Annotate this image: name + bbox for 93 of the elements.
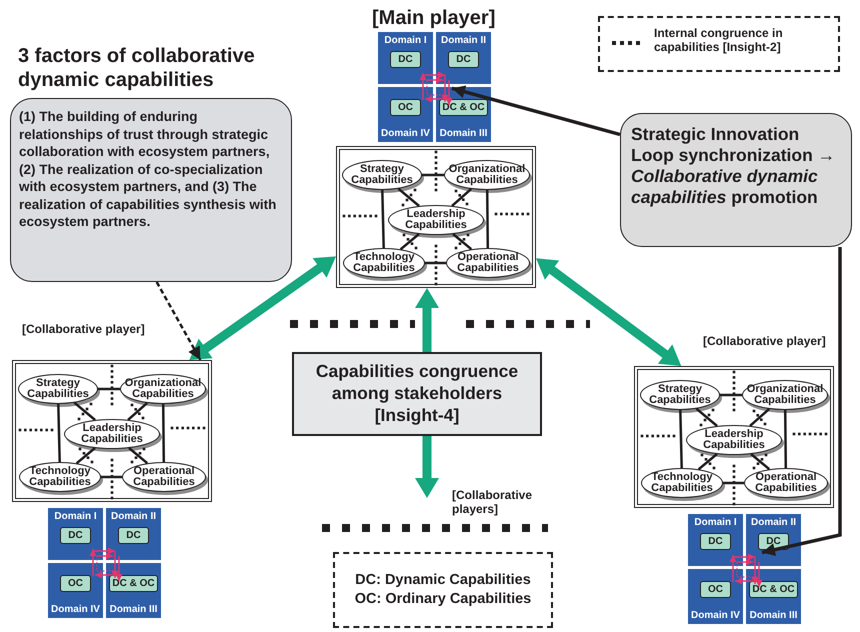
- connector-line: [451, 188, 472, 207]
- connector-line: [400, 233, 420, 250]
- definition-text: OC: Ordinary Capabilities: [354, 590, 532, 609]
- capability-ellipse: Technology Capabilities: [343, 248, 425, 278]
- connector-line: [98, 388, 120, 390]
- definition-box: [333, 552, 553, 628]
- capability-tag: DC: [60, 527, 91, 544]
- capability-tag: OC: [60, 575, 91, 592]
- connector-line: [696, 408, 718, 427]
- capability-tag: DC: [448, 51, 479, 68]
- domain-cell: [48, 508, 103, 560]
- arrow: [762, 247, 842, 556]
- domain-cell: [106, 563, 161, 618]
- connector-line: [101, 476, 122, 478]
- capability-tag: DC & OC: [439, 99, 488, 116]
- double-headed-arrow: [536, 258, 682, 366]
- domain-cell: [436, 87, 491, 142]
- domain-label: Domain I: [384, 35, 427, 46]
- connector-line: [381, 190, 385, 248]
- capability-tag: DC: [700, 533, 731, 550]
- connector-line: [76, 447, 96, 464]
- domain-label: Domain II: [751, 517, 796, 528]
- domain-cell: [48, 563, 103, 618]
- capability-ellipse: Leadership Capabilities: [686, 425, 782, 455]
- connector-line: [162, 404, 166, 462]
- player-label: [Main player]: [372, 6, 496, 30]
- domain-label: Domain I: [694, 517, 737, 528]
- arrow: [415, 436, 439, 498]
- domain-cell: [688, 514, 743, 566]
- dashed-arrow: [156, 281, 202, 361]
- capability-ellipse: Organizational Capabilities: [120, 374, 206, 404]
- capability-ellipse: Technology Capabilities: [641, 468, 723, 498]
- capability-ellipse: Leadership Capabilities: [64, 419, 160, 449]
- capability-ellipse: Leadership Capabilities: [388, 205, 484, 235]
- capability-ellipse: Operational Capabilities: [446, 248, 530, 278]
- capability-ellipse: Strategy Capabilities: [640, 380, 720, 410]
- connector-line: [486, 190, 490, 248]
- connector-line: [679, 410, 683, 468]
- player-label: [Collaborative players]: [452, 488, 534, 517]
- domain-cell: [378, 87, 433, 142]
- callout-box: Strategic Innovation Loop synchronization → Collaborative dynamic capabilities promotion: [620, 113, 852, 247]
- arrow: [452, 85, 620, 136]
- connector-line: [452, 233, 472, 250]
- capability-tag: DC: [390, 51, 421, 68]
- domain-label: Domain I: [54, 511, 97, 522]
- domain-cell: [688, 569, 743, 624]
- domain-label: Domain III: [440, 128, 488, 139]
- capability-ellipse: Operational Capabilities: [122, 462, 206, 492]
- connector-line: [698, 453, 718, 470]
- legend-text: Internal congruence in capabilities [Insight-2]: [654, 26, 784, 55]
- capability-ellipse: Operational Capabilities: [744, 468, 828, 498]
- domain-label: Domain IV: [381, 128, 430, 139]
- definition-text: DC: Dynamic Capabilities: [355, 571, 531, 590]
- connector-line: [784, 410, 788, 468]
- capability-ellipse: Technology Capabilities: [19, 462, 101, 492]
- connector-line: [425, 262, 446, 264]
- connector-line: [750, 453, 770, 470]
- domain-label: Domain II: [111, 511, 156, 522]
- capability-ellipse: Organizational Capabilities: [444, 160, 530, 190]
- domain-cell: [378, 32, 433, 84]
- capability-ellipse: Strategy Capabilities: [342, 160, 422, 190]
- capability-ellipse: Strategy Capabilities: [18, 374, 98, 404]
- connector-line: [127, 402, 148, 421]
- capability-tag: OC: [700, 581, 731, 598]
- double-headed-arrow: [189, 256, 336, 360]
- connector-line: [57, 404, 61, 462]
- capability-tag: DC & OC: [109, 575, 158, 592]
- connector-line: [749, 408, 770, 427]
- connector-line: [720, 394, 742, 396]
- connector-line: [398, 188, 420, 207]
- player-label: [Collaborative player]: [22, 322, 145, 336]
- domain-label: Domain IV: [51, 604, 100, 615]
- process-box: Capabilities congruence among stakeholders [Insight-4]: [292, 352, 542, 436]
- connector-line: [422, 174, 444, 176]
- player-label: [Collaborative player]: [703, 334, 826, 348]
- connector-line: [723, 482, 744, 484]
- domain-label: Domain III: [750, 610, 798, 621]
- capability-tag: DC & OC: [749, 581, 798, 598]
- capability-ellipse: Organizational Capabilities: [742, 380, 828, 410]
- domain-cell: [106, 508, 161, 560]
- capability-tag: OC: [390, 99, 421, 116]
- connector-line: [74, 402, 96, 421]
- connector-line: [128, 447, 148, 464]
- domain-label: Domain IV: [691, 610, 740, 621]
- domain-cell: [746, 514, 801, 566]
- heading: 3 factors of collaborative dynamic capabilities: [18, 44, 256, 92]
- body-text: (1) The building of enduring relationships of trust through strategic collaboration with ecosystem partners, (2) The realization of co-specialization with ecosystem partners, and (3) The realization of capabilities synthesis with ecosystem partners.: [19, 108, 278, 231]
- domain-cell: [436, 32, 491, 84]
- arrow: [415, 288, 439, 352]
- capability-tag: DC: [118, 527, 149, 544]
- domain-label: Domain II: [441, 35, 486, 46]
- domain-label: Domain III: [110, 604, 158, 615]
- domain-cell: [746, 569, 801, 624]
